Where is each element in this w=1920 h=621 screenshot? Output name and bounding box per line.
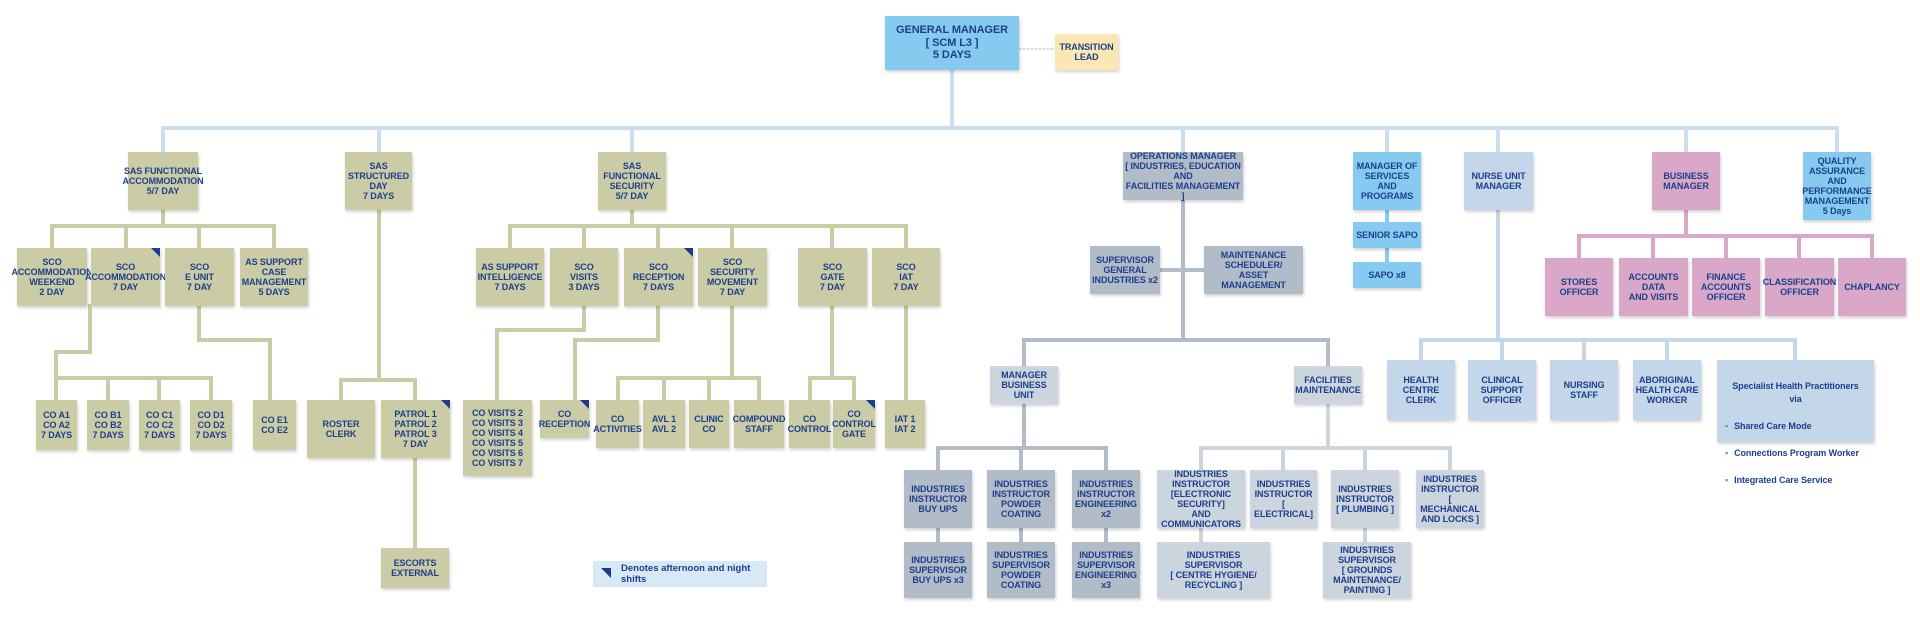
sco-e-unit-box: SCO E UNIT 7 DAY xyxy=(165,248,234,306)
compound-staff-box: COMPOUND STAFF xyxy=(733,400,785,448)
industries-instructor-engineering-box: INDUSTRIES INSTRUCTOR ENGINEERING x2 xyxy=(1072,470,1140,528)
escorts-external-box: ESCORTS EXTERNAL xyxy=(381,548,449,588)
finance-accounts-officer-box: FINANCE ACCOUNTS OFFICER xyxy=(1692,258,1760,316)
specialist-title: Specialist Health Practitioners via xyxy=(1732,380,1859,405)
health-centre-clerk-box: HEALTH CENTRE CLERK xyxy=(1387,360,1455,420)
co-e-box: CO E1 CO E2 xyxy=(253,400,296,450)
chaplaincy-box: CHAPLANCY xyxy=(1838,258,1906,316)
shift-marker-icon xyxy=(684,248,693,257)
co-b-box: CO B1 CO B2 7 DAYS xyxy=(87,400,129,450)
connector-line xyxy=(197,304,272,402)
sco-accommodation-box: SCO ACCOMMODATION 7 DAY xyxy=(85,248,166,306)
manager-business-unit-box: MANAGER BUSINESS UNIT xyxy=(990,366,1058,404)
specialist-item: Integrated Care Service xyxy=(1725,474,1866,488)
sas-functional-security-box: SAS FUNCTIONAL SECURITY 5/7 DAY xyxy=(598,152,666,210)
senior-sapo-box: SENIOR SAPO xyxy=(1353,222,1421,248)
aboriginal-health-care-worker-box: ABORIGINAL HEALTH CARE WORKER xyxy=(1633,360,1701,420)
shift-marker-icon xyxy=(866,400,875,409)
industries-supervisor-powder-coating-box: INDUSTRIES SUPERVISOR POWDER COATING xyxy=(987,542,1055,598)
shift-marker-icon xyxy=(580,400,589,409)
connector-line xyxy=(808,304,834,402)
industries-instructor-electronic-box: INDUSTRIES INSTRUCTOR [ELECTRONIC SECURI… xyxy=(1157,469,1245,529)
specialist-health-practitioners-box: Specialist Health Practitioners via Shar… xyxy=(1717,360,1874,485)
quality-assurance-box: QUALITY ASSURANCE AND PERFORMANCE MANAGE… xyxy=(1802,152,1872,220)
industries-instructor-electrical-box: INDUSTRIES INSTRUCTOR [ ELECTRICAL] xyxy=(1250,470,1317,528)
business-manager-box: BUSINESS MANAGER xyxy=(1652,152,1720,210)
specialist-item: Shared Care Mode xyxy=(1725,420,1866,434)
sco-visits-box: SCO VISITS 3 DAYS xyxy=(550,248,618,306)
co-reception-box: CO RECEPTION xyxy=(539,400,590,438)
specialist-item: Connections Program Worker xyxy=(1725,447,1866,461)
patrol-box: PATROL 1 PATROL 2 PATROL 3 7 DAY xyxy=(381,400,450,458)
connector-line xyxy=(339,378,417,402)
shift-marker-icon xyxy=(441,400,450,409)
industries-instructor-buy-ups-box: INDUSTRIES INSTRUCTOR BUY UPS xyxy=(904,470,972,528)
co-c-box: CO C1 CO C2 7 DAYS xyxy=(139,400,180,450)
co-visits-box: CO VISITS 2 CO VISITS 3 CO VISITS 4 CO V… xyxy=(463,400,532,476)
industries-supervisor-engineering-box: INDUSTRIES SUPERVISOR ENGINEERING x3 xyxy=(1072,542,1140,598)
co-d-box: CO D1 CO D2 7 DAYS xyxy=(190,400,232,450)
shift-legend: Denotes afternoon and night shifts xyxy=(593,561,767,587)
sco-security-movement-box: SCO SECURITY MOVEMENT 7 DAY xyxy=(698,248,767,306)
supervisor-general-box: SUPERVISOR GENERAL INDUSTRIES x2 xyxy=(1090,246,1160,294)
co-control-box: CO CONTROL xyxy=(788,400,832,448)
industries-supervisor-hygiene-box: INDUSTRIES SUPERVISOR [ CENTRE HYGIENE/ … xyxy=(1157,542,1270,598)
shift-marker-icon xyxy=(151,248,160,257)
co-activities-box: CO ACTIVITIES xyxy=(593,400,642,448)
manager-services-programs-box: MANAGER OF SERVICES AND PROGRAMS xyxy=(1353,152,1421,210)
general-manager-box: GENERAL MANAGER [ SCM L3 ] 5 DAYS xyxy=(885,16,1019,70)
co-a-box: CO A1 CO A2 7 DAYS xyxy=(36,400,77,450)
connector-line xyxy=(616,304,734,402)
industries-instructor-plumbing-box: INDUSTRIES INSTRUCTOR [ PLUMBING ] xyxy=(1331,470,1399,528)
shift-marker-icon xyxy=(601,568,611,578)
connector-line xyxy=(54,304,92,402)
stores-officer-box: STORES OFFICER xyxy=(1545,258,1613,316)
nurse-unit-manager-box: NURSE UNIT MANAGER xyxy=(1464,152,1533,210)
operations-manager-box: OPERATIONS MANAGER [ INDUSTRIES, EDUCATI… xyxy=(1123,151,1243,201)
connector-line xyxy=(808,376,856,402)
sas-structured-day-box: SAS STRUCTURED DAY 7 DAYS xyxy=(345,152,412,210)
avl-box: AVL 1 AVL 2 xyxy=(643,400,685,448)
industries-instructor-powder-coating-box: INDUSTRIES INSTRUCTOR POWDER COATING xyxy=(987,470,1055,528)
transition-lead-box: TRANSITION LEAD xyxy=(1055,34,1118,70)
roster-clerk-box: ROSTER CLERK xyxy=(307,400,375,458)
as-support-intelligence-box: AS SUPPORT INTELLIGENCE 7 DAYS xyxy=(476,248,544,306)
connector-line xyxy=(495,304,586,402)
sco-reception-box: SCO RECEPTION 7 DAYS xyxy=(624,248,693,306)
connector-line xyxy=(573,304,660,402)
maintenance-scheduler-box: MAINTENANCE SCHEDULER/ ASSET MANAGEMENT xyxy=(1204,246,1303,294)
nursing-staff-box: NURSING STAFF xyxy=(1550,360,1618,420)
facilities-maintenance-box: FACILITIES MAINTENANCE xyxy=(1294,366,1362,404)
co-control-gate-box: CO CONTROL GATE xyxy=(832,400,876,448)
clinical-support-officer-box: CLINICAL SUPPORT OFFICER xyxy=(1468,360,1536,420)
industries-supervisor-grounds-box: INDUSTRIES SUPERVISOR [ GROUNDS MAINTENA… xyxy=(1323,542,1411,598)
accounts-data-visits-box: ACCOUNTS DATA AND VISITS xyxy=(1619,258,1688,316)
legend-label: Denotes afternoon and night shifts xyxy=(621,563,751,585)
iat-box: IAT 1 IAT 2 xyxy=(885,400,925,448)
sas-functional-accommodation-box: SAS FUNCTIONAL ACCOMMODATION 5/7 DAY xyxy=(122,152,204,210)
sco-gate-box: SCO GATE 7 DAY xyxy=(798,248,867,306)
sco-iat-box: SCO IAT 7 DAY xyxy=(872,248,940,306)
industries-supervisor-buy-ups-box: INDUSTRIES SUPERVISOR BUY UPS x3 xyxy=(904,542,972,598)
clinic-co-box: CLINIC CO xyxy=(689,400,729,448)
industries-instructor-mechanical-box: INDUSTRIES INSTRUCTOR [ MECHANICAL AND L… xyxy=(1416,470,1484,528)
as-support-case-management-box: AS SUPPORT CASE MANAGEMENT 5 DAYS xyxy=(240,248,308,306)
classification-officer-box: CLASSIFICATION OFFICER xyxy=(1763,258,1836,316)
sco-accommodation-weekend-box: SCO ACCOMMODATION WEEKEND 2 DAY xyxy=(11,248,93,306)
sapo-box: SAPO x8 xyxy=(1353,262,1421,288)
